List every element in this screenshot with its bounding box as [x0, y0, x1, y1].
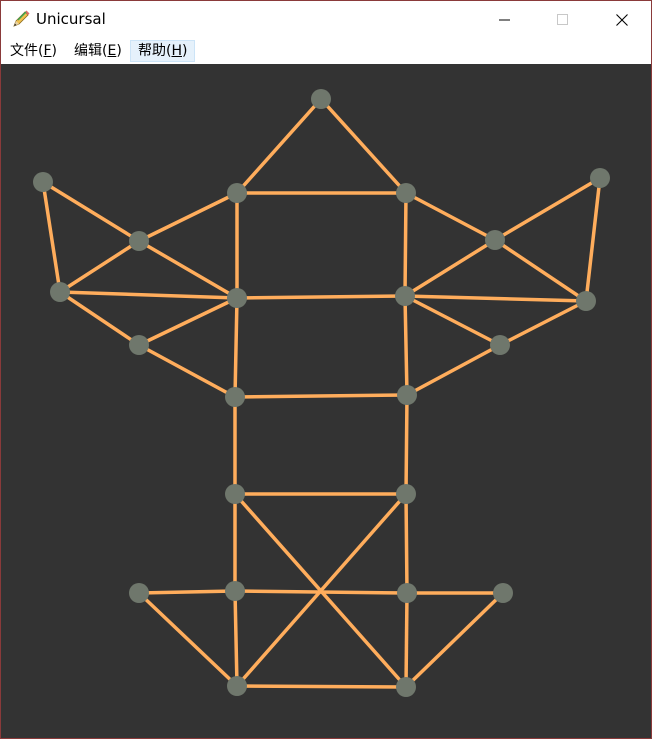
graph-node[interactable]	[397, 583, 417, 603]
menu-file[interactable]: 文件(F)	[10, 43, 57, 59]
graph-edge[interactable]	[58, 290, 239, 300]
graph-edge[interactable]	[235, 492, 408, 688]
graph-canvas[interactable]	[1, 64, 651, 738]
graph-node[interactable]	[33, 172, 53, 192]
graph-edge[interactable]	[41, 180, 141, 243]
graph-drawing[interactable]	[1, 64, 651, 738]
graph-node[interactable]	[396, 484, 416, 504]
graph-edge[interactable]	[235, 294, 407, 300]
graph-edge[interactable]	[403, 294, 409, 397]
graph-node[interactable]	[485, 230, 505, 250]
maximize-button[interactable]	[534, 1, 592, 38]
graph-edge[interactable]	[405, 343, 502, 397]
graph-edge[interactable]	[137, 589, 237, 595]
graph-node[interactable]	[225, 484, 245, 504]
graph-edge[interactable]	[319, 97, 408, 195]
graph-edge[interactable]	[233, 589, 239, 688]
menu-help[interactable]: 帮助(H)	[130, 40, 196, 62]
graph-edge[interactable]	[404, 591, 505, 689]
graph-edge[interactable]	[404, 393, 409, 496]
graph-edge[interactable]	[137, 296, 239, 347]
graph-edge[interactable]	[584, 176, 602, 303]
graph-node[interactable]	[397, 385, 417, 405]
graph-node[interactable]	[225, 387, 245, 407]
graph-edge[interactable]	[137, 191, 239, 243]
graph-node[interactable]	[129, 231, 149, 251]
graph-edge[interactable]	[403, 294, 588, 303]
graph-node[interactable]	[395, 286, 415, 306]
graph-node[interactable]	[129, 335, 149, 355]
minimize-button[interactable]	[476, 1, 534, 38]
graph-edge[interactable]	[235, 684, 408, 689]
graph-node[interactable]	[227, 676, 247, 696]
title-bar[interactable]: Unicursal	[1, 1, 651, 38]
graph-edge[interactable]	[404, 191, 497, 242]
graph-node[interactable]	[396, 677, 416, 697]
graph-node[interactable]	[50, 282, 70, 302]
graph-edge[interactable]	[137, 239, 239, 300]
graph-edge[interactable]	[493, 238, 588, 303]
close-button[interactable]	[593, 1, 651, 38]
graph-edge[interactable]	[235, 97, 323, 195]
graph-edge[interactable]	[493, 176, 602, 242]
graph-edge[interactable]	[233, 589, 409, 595]
pencil-icon	[11, 9, 31, 29]
graph-edge[interactable]	[233, 393, 409, 399]
graph-edge[interactable]	[137, 591, 239, 688]
graph-node[interactable]	[227, 288, 247, 308]
graph-node[interactable]	[493, 583, 513, 603]
graph-edge[interactable]	[404, 591, 409, 689]
graph-edge[interactable]	[58, 290, 141, 347]
menu-bar: 文件(F) 编辑(E) 帮助(H)	[1, 38, 651, 64]
graph-edge[interactable]	[233, 296, 239, 399]
graph-node[interactable]	[590, 168, 610, 188]
minimize-icon	[499, 19, 510, 20]
window-title: Unicursal	[36, 10, 106, 28]
graph-edge[interactable]	[403, 294, 502, 347]
graph-node[interactable]	[576, 291, 596, 311]
graph-node[interactable]	[227, 183, 247, 203]
graph-edge[interactable]	[403, 191, 408, 298]
graph-edge[interactable]	[498, 299, 588, 347]
graph-edge[interactable]	[403, 238, 497, 298]
graph-node[interactable]	[490, 335, 510, 355]
menu-edit[interactable]: 编辑(E)	[74, 43, 122, 59]
graph-node[interactable]	[396, 183, 416, 203]
graph-node[interactable]	[225, 581, 245, 601]
maximize-icon	[557, 13, 568, 25]
graph-edge[interactable]	[58, 239, 141, 294]
close-icon	[616, 13, 628, 26]
graph-edge[interactable]	[137, 343, 237, 399]
graph-edge[interactable]	[404, 492, 409, 595]
graph-edge[interactable]	[41, 180, 62, 294]
graph-node[interactable]	[311, 89, 331, 109]
graph-node[interactable]	[129, 583, 149, 603]
